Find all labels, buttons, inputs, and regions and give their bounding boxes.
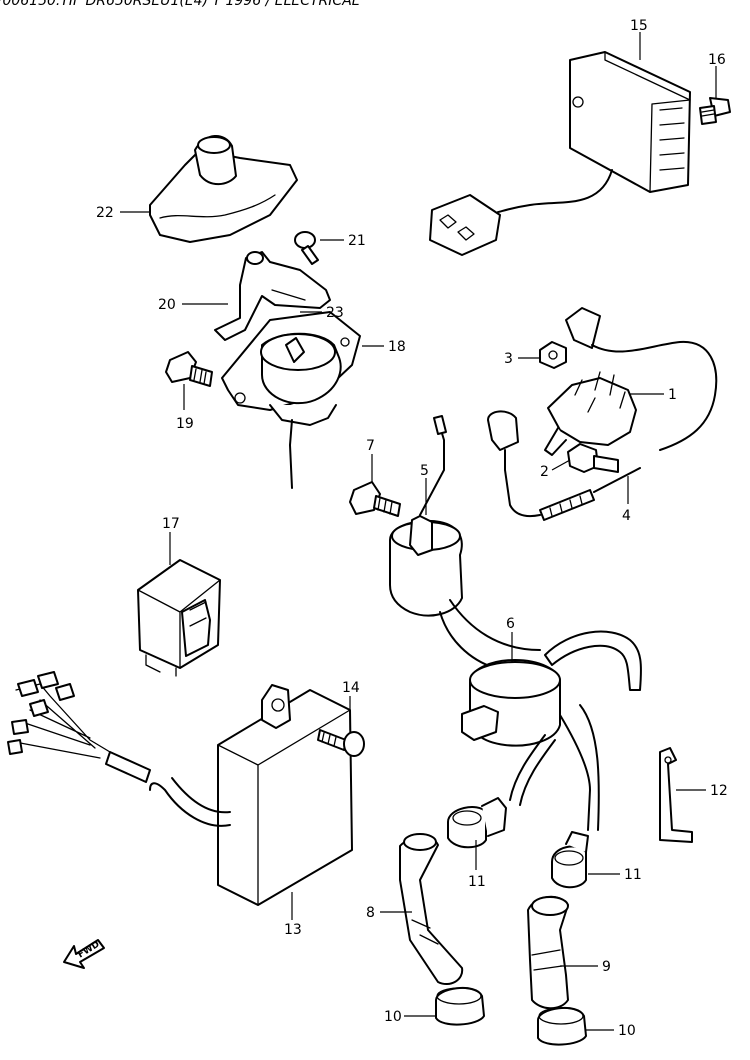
part-17-relay — [137, 559, 221, 677]
callout-9: 9 — [602, 959, 611, 975]
part-20-bracket — [214, 251, 331, 341]
callout-5: 5 — [420, 463, 429, 479]
part-10-cover-right — [537, 1006, 587, 1046]
callout-2: 2 — [540, 464, 549, 480]
callout-labels: 15 16 22 21 20 23 18 19 3 1 2 4 7 5 17 6… — [96, 18, 728, 1039]
part-19-bolt — [165, 351, 213, 387]
fwd-arrow-icon: FWD — [63, 939, 105, 969]
part-11-grommet-left — [447, 797, 507, 849]
part-5-wire-terminal — [419, 415, 447, 516]
part-9-spark-plug-cap — [527, 895, 569, 1010]
callout-17: 17 — [162, 516, 180, 532]
callout-11-right: 11 — [624, 867, 642, 883]
callout-20: 20 — [158, 297, 176, 313]
part-1-starter-relay — [544, 307, 718, 456]
callout-6: 6 — [506, 616, 515, 632]
leader-lines — [120, 32, 717, 1031]
callout-21: 21 — [348, 233, 366, 249]
callout-12: 12 — [710, 783, 728, 799]
callout-8: 8 — [366, 905, 375, 921]
part-10-cover-left — [435, 986, 485, 1026]
part-18-switch — [221, 311, 361, 489]
part-22-cover — [149, 135, 298, 243]
diagram-header-title: P006150.TIF DR650RSEU1(E4) T 1996 / ELEC… — [0, 0, 360, 9]
callout-10-right: 10 — [618, 1023, 636, 1039]
callout-23: 23 — [326, 305, 344, 321]
part-8-spark-plug-cap — [399, 833, 464, 986]
callout-18: 18 — [388, 339, 406, 355]
part-7-bolt — [349, 481, 401, 517]
part-6-ignition-coil — [389, 515, 642, 831]
callout-14: 14 — [342, 680, 360, 696]
callout-4: 4 — [622, 508, 631, 524]
part-2-bolt — [567, 443, 619, 473]
part-14-bolt — [317, 729, 365, 757]
part-21-screw — [294, 231, 319, 265]
callout-1: 1 — [668, 387, 677, 403]
part-3-nut — [539, 341, 567, 369]
callout-19: 19 — [176, 416, 194, 432]
part-12-bracket — [659, 747, 693, 843]
part-13-cdi-unit — [7, 671, 353, 906]
callout-11-left: 11 — [468, 874, 486, 890]
part-15-regulator-rectifier — [429, 51, 691, 256]
part-16-bolt — [699, 97, 731, 125]
callout-15: 15 — [630, 18, 648, 34]
part-11-grommet-right — [551, 831, 589, 889]
callout-22: 22 — [96, 205, 114, 221]
callout-13: 13 — [284, 922, 302, 938]
callout-10-left: 10 — [384, 1009, 402, 1025]
callout-3: 3 — [504, 351, 513, 367]
callout-7: 7 — [366, 438, 375, 454]
part-4-lead-wire — [487, 410, 641, 521]
callout-16: 16 — [708, 52, 726, 68]
